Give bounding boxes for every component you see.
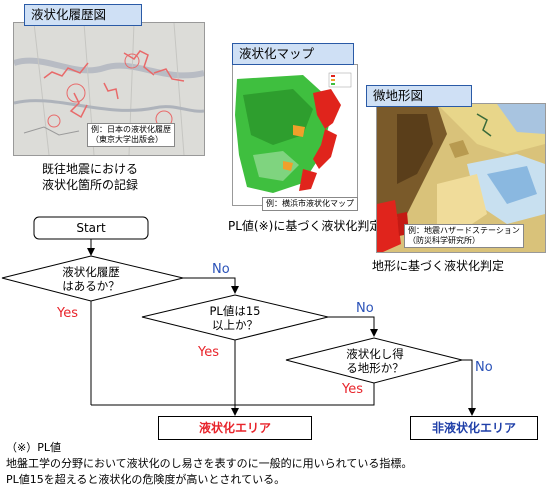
q2-text: PL値は15 以上か？ xyxy=(180,304,290,332)
history-description-line1: 既往地震における xyxy=(42,162,139,176)
q1-no-label: No xyxy=(212,262,230,277)
history-caption-line2: （東京大学出版会） xyxy=(91,135,163,144)
history-caption-line1: 例：日本の液状化履歴 xyxy=(91,125,171,134)
q3-line2: る地形か？ xyxy=(346,361,404,375)
landform-description: 地形に基づく液状化判定 xyxy=(372,259,505,273)
q3-line1: 液状化し得 xyxy=(346,347,404,361)
landform-caption-line1: 例：地震ハザードステーション xyxy=(408,226,520,235)
note-line2: PL値15を超えると液状化の危険度が高いとされている。 xyxy=(6,473,286,486)
q2-no-label: No xyxy=(356,301,374,316)
q1-yes-label: Yes xyxy=(57,306,78,321)
map-panel-title: 液状化マップ xyxy=(232,43,354,65)
q3-no-label: No xyxy=(475,360,493,375)
result-non-liquefaction-area: 非液状化エリア xyxy=(410,416,538,440)
note-line1: 地盤工学の分野において液状化のし易さを表すのに一般的に用いられている指標。 xyxy=(6,457,413,470)
q1-line1: 液状化履歴 xyxy=(62,265,120,279)
history-description-line2: 液状化箇所の記録 xyxy=(42,178,139,192)
q2-line2: 以上か？ xyxy=(212,318,258,332)
q3-yes-label: Yes xyxy=(342,382,363,397)
start-label: Start xyxy=(76,221,106,235)
result-liquefaction-area: 液状化エリア xyxy=(158,416,312,440)
landform-caption-line2: （防災科学研究所） xyxy=(408,236,480,245)
history-map-caption: 例：日本の液状化履歴 （東京大学出版会） xyxy=(87,123,175,147)
q3-text: 液状化し得 る地形か？ xyxy=(320,347,430,375)
q1-text: 液状化履歴 はあるか？ xyxy=(36,265,146,293)
yokohama-map-drawing xyxy=(233,65,357,205)
map-description: PL値(※)に基づく液状化判定 xyxy=(228,219,382,233)
landform-panel-title: 微地形図 xyxy=(366,85,472,107)
q2-line1: PL値は15 xyxy=(209,304,261,318)
q2-yes-label: Yes xyxy=(198,345,219,360)
note-title: （※）PL値 xyxy=(6,441,61,454)
map-caption: 例：横浜市液状化マップ xyxy=(262,197,358,211)
q1-line2: はあるか？ xyxy=(62,279,120,293)
landform-map-caption: 例：地震ハザードステーション （防災科学研究所） xyxy=(404,224,524,248)
history-panel-title: 液状化履歴図 xyxy=(24,4,142,26)
